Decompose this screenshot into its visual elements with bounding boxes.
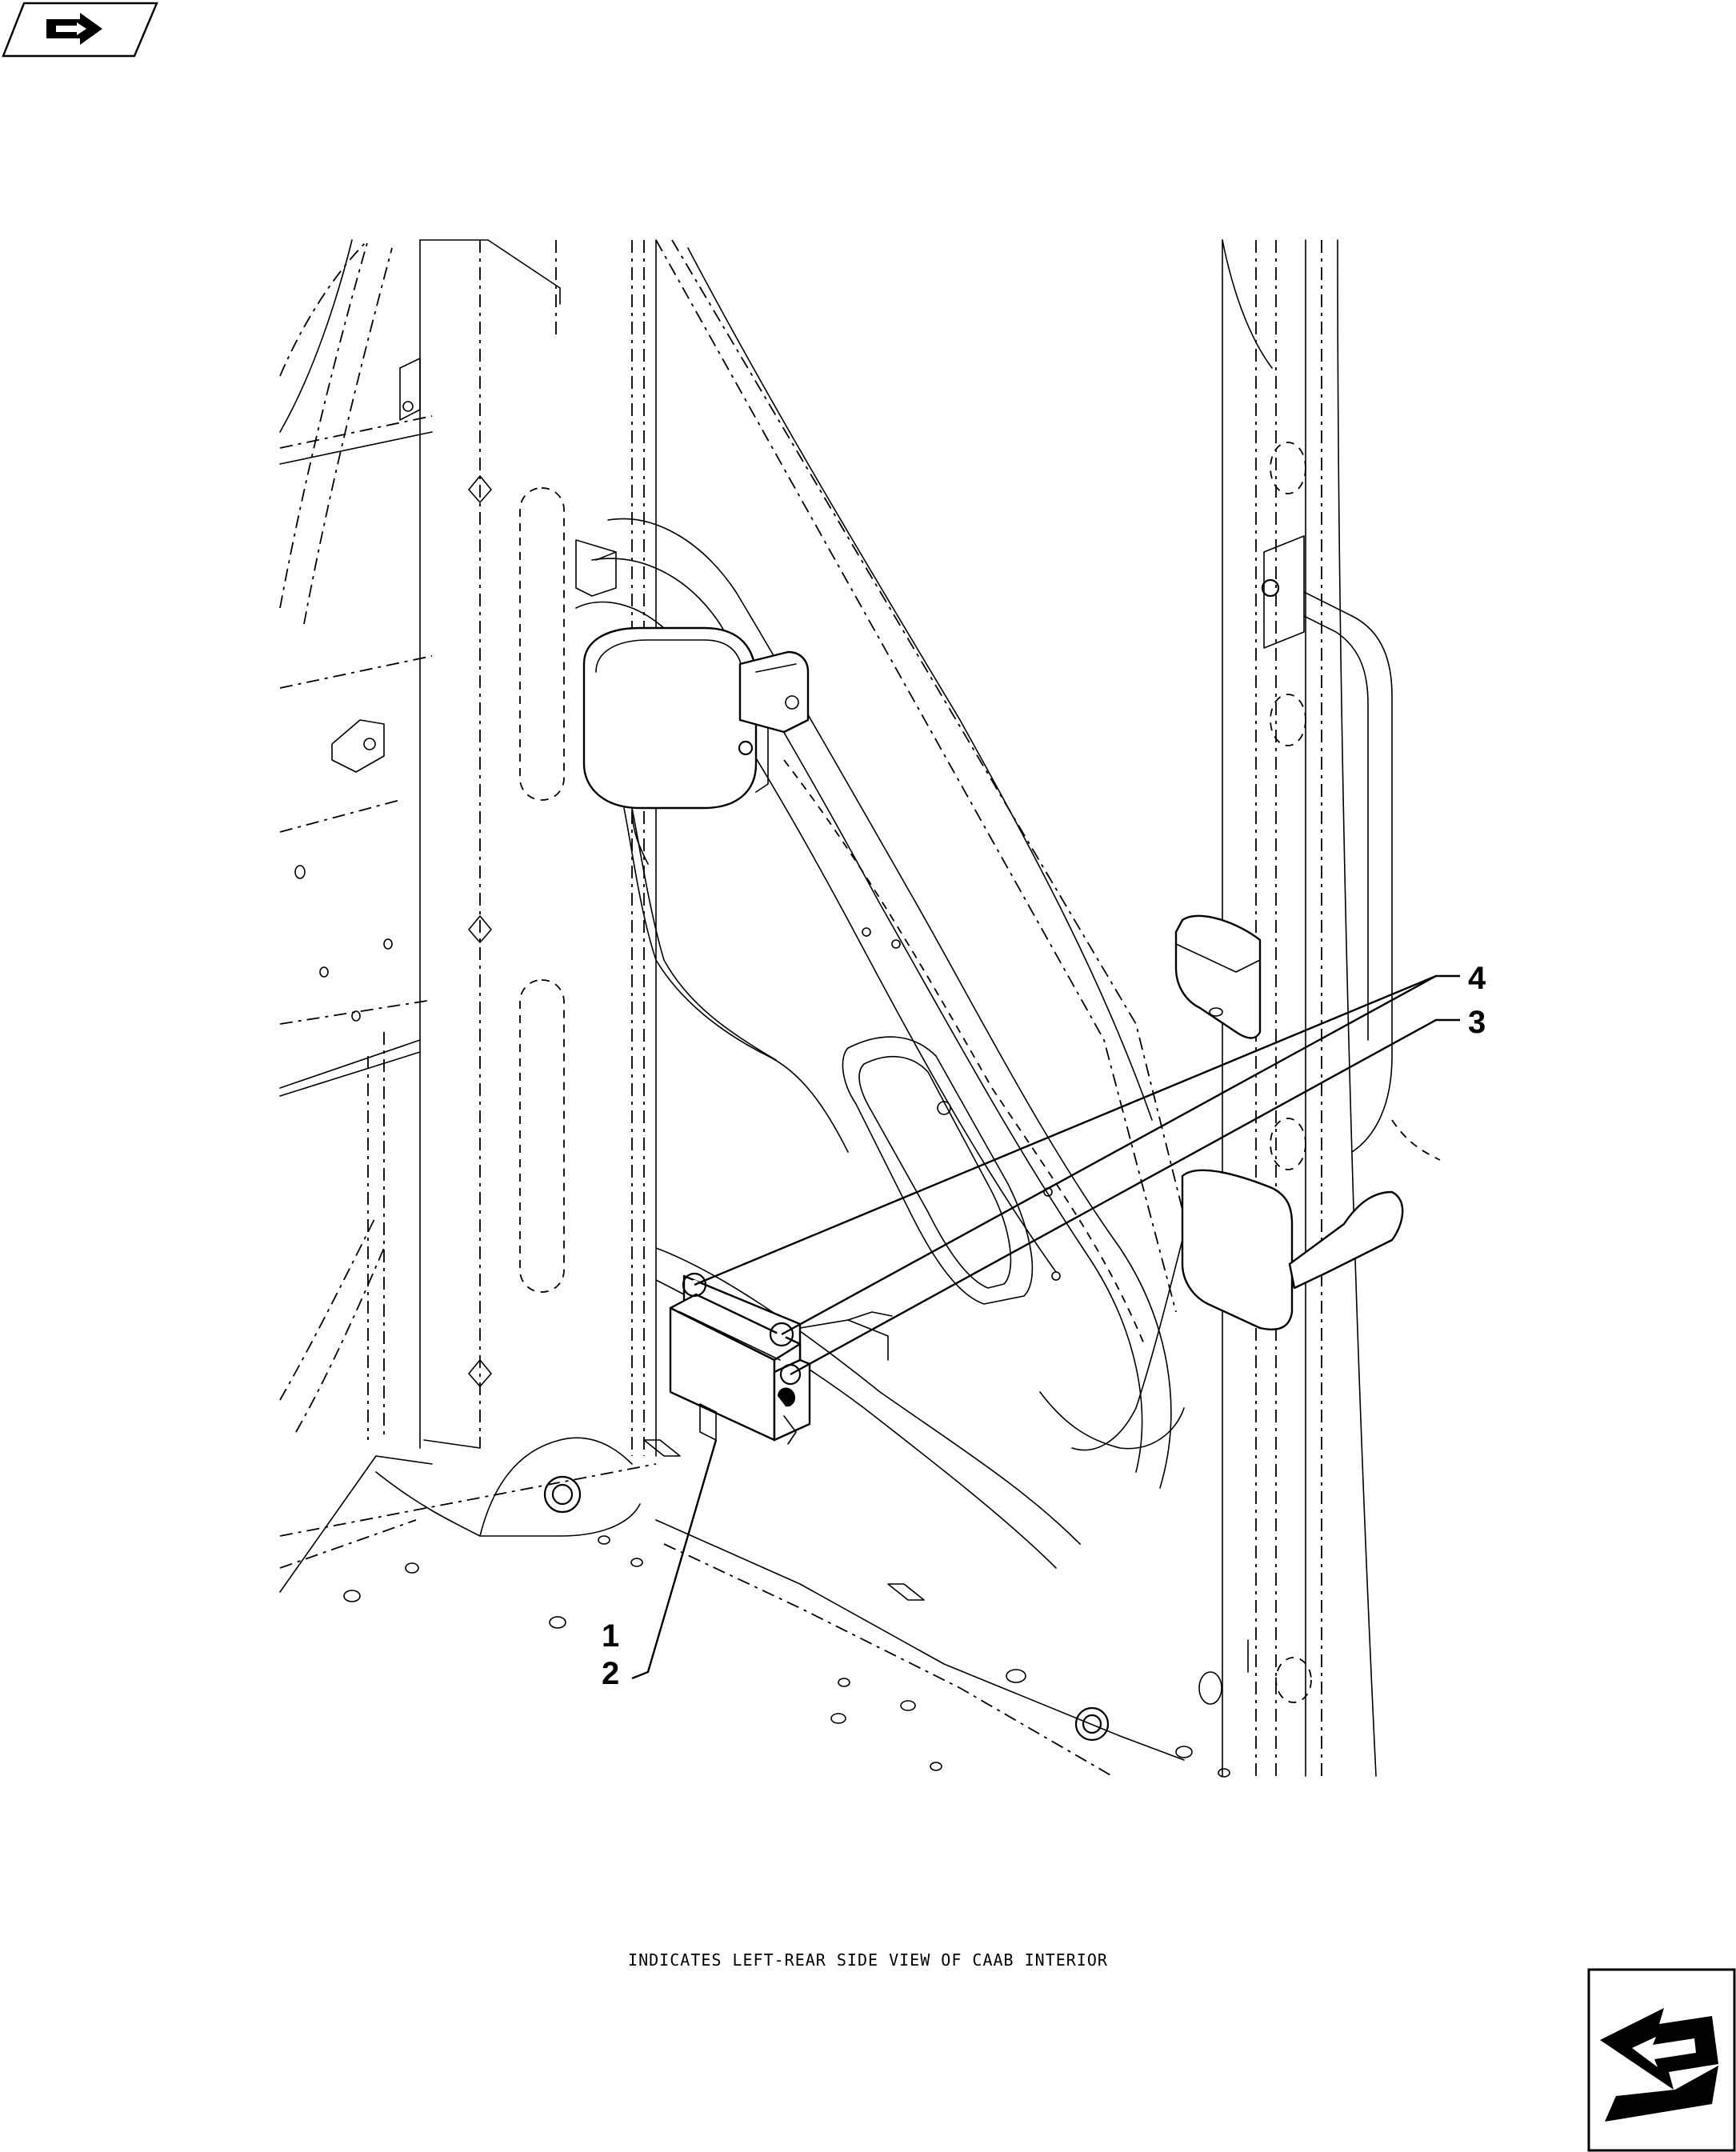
callout-2: 2 xyxy=(602,1656,619,1691)
wiring-harness xyxy=(623,807,1185,1450)
cab-structure xyxy=(279,239,1441,1778)
leader-lines xyxy=(631,974,1460,1680)
callout-4: 4 xyxy=(1468,961,1486,996)
next-page-icon[interactable] xyxy=(1587,1968,1736,2152)
diagram-caption: INDICATES LEFT-REAR SIDE VIEW OF CAAB IN… xyxy=(628,1950,1108,1970)
callout-1: 1 xyxy=(602,1618,619,1654)
latch-clip xyxy=(738,650,810,734)
relay-housing xyxy=(582,626,769,865)
control-module xyxy=(669,1272,893,1445)
upper-bracket xyxy=(575,539,617,597)
callout-3: 3 xyxy=(1468,1005,1486,1040)
previous-page-icon[interactable] xyxy=(2,2,158,58)
